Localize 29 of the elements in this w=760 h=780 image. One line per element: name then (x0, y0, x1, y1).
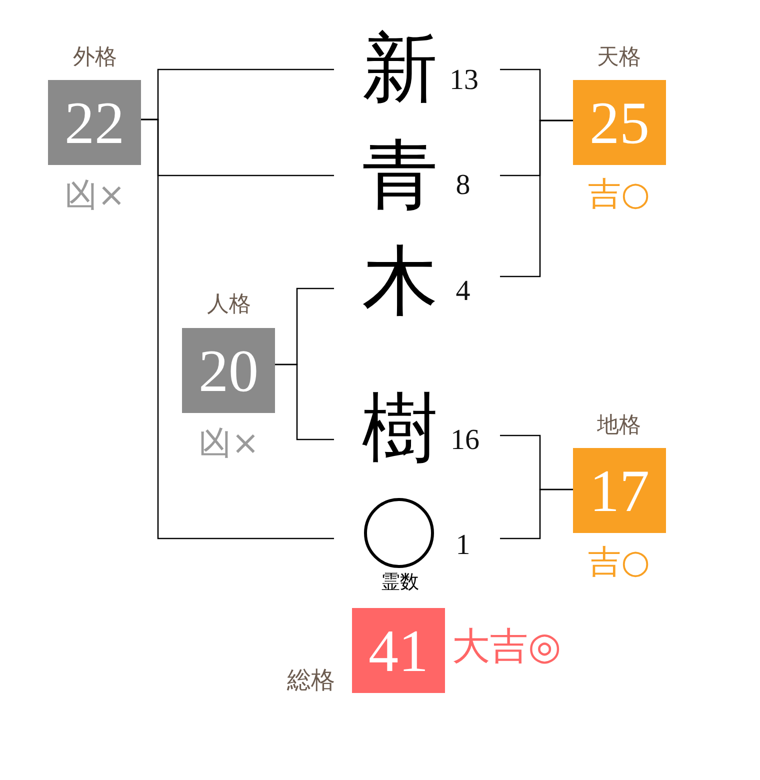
box-heading: 総格 (287, 668, 335, 692)
score-box: 22 (48, 80, 141, 165)
name-character: 樹 (362, 391, 438, 467)
circle-caption: 霊数 (381, 573, 419, 592)
name-character: 木 (362, 244, 438, 320)
box-heading: 天格 (597, 47, 641, 69)
fortune-label: 凶× (64, 178, 126, 211)
fortune-label: 凶× (198, 426, 260, 459)
stroke-count: 4 (456, 276, 470, 306)
fortune-label: 吉○ (588, 177, 650, 210)
name-character: 新 (362, 31, 438, 107)
bracket-line (500, 488, 573, 540)
fortune-label: 大吉◎ (452, 627, 562, 665)
bracket-line (275, 364, 334, 440)
score-box: 41 (352, 608, 445, 693)
box-heading: 外格 (73, 47, 117, 69)
box-heading: 人格 (207, 294, 251, 316)
fortune-label: 吉○ (588, 545, 650, 578)
score-box: 25 (573, 80, 666, 165)
stroke-count: 8 (456, 170, 470, 200)
score-box: 20 (182, 328, 275, 413)
stroke-count: 1 (456, 530, 470, 560)
stroke-count: 13 (450, 66, 478, 94)
score-box: 17 (573, 448, 666, 533)
bracket-line (500, 120, 573, 278)
stroke-count: 16 (450, 426, 480, 454)
name-character: 青 (362, 138, 438, 214)
bracket-line (141, 118, 334, 540)
box-heading: 地格 (597, 415, 641, 437)
